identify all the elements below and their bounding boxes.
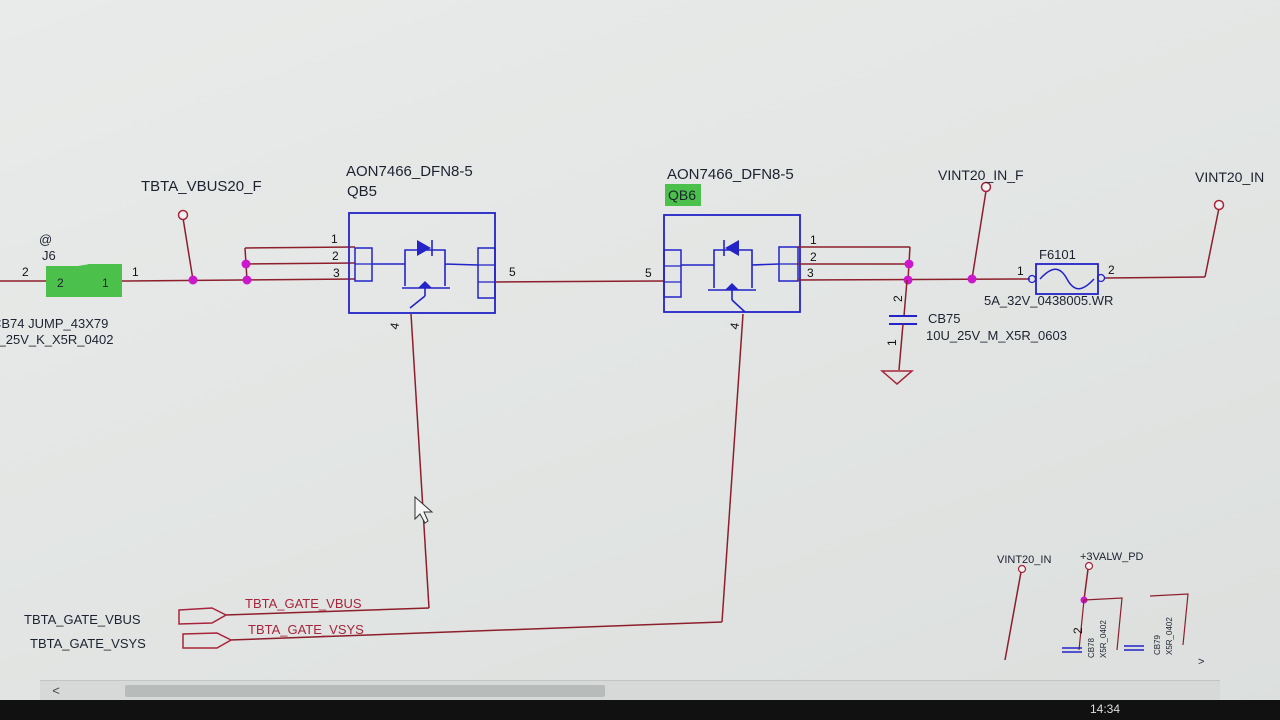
scroll-left-arrow[interactable]: < — [52, 683, 60, 698]
fuse-pin1: 1 — [1017, 264, 1024, 278]
jumper-pin-left: 2 — [22, 265, 29, 279]
mosfet-qb5[interactable]: AON7466_DFN8-5 QB5 1 2 3 4 5 — [331, 163, 516, 331]
jumper-pad-left-label: 2 — [57, 276, 64, 290]
cb75-pin1: 1 — [885, 339, 899, 346]
taskbar — [0, 700, 1280, 720]
qb5-pin2: 2 — [332, 249, 339, 263]
net-label-gate-vbus: TBTA_GATE_VBUS — [245, 596, 362, 611]
qb6-pin5: 5 — [645, 266, 652, 280]
fuse-value: 5A_32V_0438005.WR — [984, 293, 1113, 308]
wire-gate-vsys[interactable] — [721, 313, 744, 623]
fuse-ref: F6101 — [1039, 247, 1076, 262]
qb6-selection-highlight — [665, 184, 701, 206]
net-port-vint20-in[interactable] — [1213, 199, 1225, 211]
junction-dot — [188, 275, 198, 285]
inset-cap1-ref: CB78 — [1087, 637, 1096, 658]
fuse-pin2: 2 — [1108, 263, 1115, 277]
qb6-pin2: 2 — [810, 250, 817, 264]
wire-qb5-qb6[interactable] — [494, 280, 665, 283]
qb5-diode-icon — [417, 240, 431, 256]
qb5-pin4: 4 — [387, 321, 402, 330]
qb5-pin1: 1 — [331, 232, 338, 246]
port-tbta-gate-vsys[interactable] — [182, 632, 233, 649]
qb6-pin4: 4 — [727, 321, 742, 330]
junction-dot — [967, 274, 977, 284]
port-label-gate-vbus: TBTA_GATE_VBUS — [24, 612, 141, 627]
jumper-at-symbol: @ — [39, 232, 52, 247]
jumper-pad-right — [88, 264, 122, 297]
jumper-part-line2: J_25V_K_X5R_0402 — [0, 332, 113, 347]
inset-cap2-value: X5R_0402 — [1165, 617, 1174, 655]
jumper-pin-right: 1 — [132, 265, 139, 279]
net-label-vint20-in-f: VINT20_IN_F — [938, 167, 1024, 183]
wire-vint20-in-f[interactable] — [797, 190, 1031, 281]
qb6-part-number: AON7466_DFN8-5 — [667, 166, 794, 183]
inset-net-vint20-in: VINT20_IN — [997, 554, 1051, 566]
qb6-mosfet-symbol — [681, 249, 780, 313]
inset-cap2-ref: CB79 — [1153, 634, 1162, 655]
net-port-tbta-vbus20-f[interactable] — [177, 209, 189, 221]
ground-icon — [879, 370, 915, 385]
port-tbta-gate-vbus[interactable] — [178, 607, 228, 625]
fuse-icon — [1039, 268, 1095, 290]
port-label-gate-vsys: TBTA_GATE_VSYS — [30, 636, 146, 651]
qb5-part-number: AON7466_DFN8-5 — [346, 163, 473, 180]
inset-cap1-value: X5R_0402 — [1099, 620, 1108, 658]
qb6-ref: QB6 — [668, 187, 696, 203]
junction-dot — [242, 275, 252, 285]
qb6-diode-icon — [725, 240, 739, 256]
inset-net-3valw-pd: +3VALW_PD — [1080, 551, 1144, 563]
capacitor-cb75[interactable]: 2 1 CB75 10U_25V_M_X5R_0603 — [879, 279, 1067, 385]
net-label-tbta-vbus20-f: TBTA_VBUS20_F — [141, 178, 262, 195]
jumper-part-line1: CB74 JUMP_43X79 — [0, 316, 108, 331]
qb5-pin5: 5 — [509, 265, 516, 279]
horizontal-scrollbar[interactable]: < — [40, 680, 1220, 701]
jumper-pad-right-label: 1 — [102, 276, 109, 290]
junction-dot — [903, 275, 913, 285]
mosfet-qb6[interactable]: AON7466_DFN8-5 QB6 1 2 3 4 5 — [645, 166, 817, 331]
wire-gate-vbus[interactable] — [410, 313, 430, 609]
inset-pin: 2 — [1071, 627, 1085, 634]
cb75-ref: CB75 — [928, 311, 961, 326]
net-port-vint20-in-f[interactable] — [980, 181, 992, 193]
mouse-pointer-icon — [414, 495, 434, 524]
wire-gate-vsys-h — [229, 621, 723, 641]
qb5-pin3: 3 — [333, 266, 340, 280]
junction-dot — [904, 259, 914, 269]
net-label-vint20-in: VINT20_IN — [1195, 169, 1264, 185]
junction-dot — [241, 259, 251, 269]
jumper-j6[interactable]: @ J6 2 2 1 1 CB74 JUMP_43X79 J_25V_K_X5R… — [0, 232, 139, 347]
qb6-pin1: 1 — [810, 233, 817, 247]
net-label-gate-vsys: TBTA_GATE_VSYS — [248, 622, 364, 637]
scrollbar-thumb[interactable] — [125, 685, 605, 697]
cb75-pin2: 2 — [891, 295, 905, 302]
cb75-value: 10U_25V_M_X5R_0603 — [926, 328, 1067, 343]
jumper-pad-notch — [78, 264, 90, 297]
wire-vbus20-f[interactable] — [121, 217, 356, 282]
qb6-pin3: 3 — [807, 266, 814, 280]
fuse-f6101[interactable]: F6101 1 2 5A_32V_0438005.WR — [984, 207, 1220, 308]
jumper-ref: J6 — [42, 248, 56, 263]
wire-gate-vbus-h — [224, 607, 430, 616]
jumper-pad-left — [46, 266, 80, 297]
inset-decoupling[interactable]: VINT20_IN +3VALW_PD 2 CB78 X5R_0402 CB79… — [997, 551, 1189, 661]
qb5-ref: QB5 — [347, 183, 377, 200]
qb5-mosfet-symbol — [372, 249, 479, 309]
scroll-right-arrow[interactable]: > — [1198, 656, 1204, 668]
taskbar-clock[interactable]: 14:34 — [1090, 702, 1121, 716]
